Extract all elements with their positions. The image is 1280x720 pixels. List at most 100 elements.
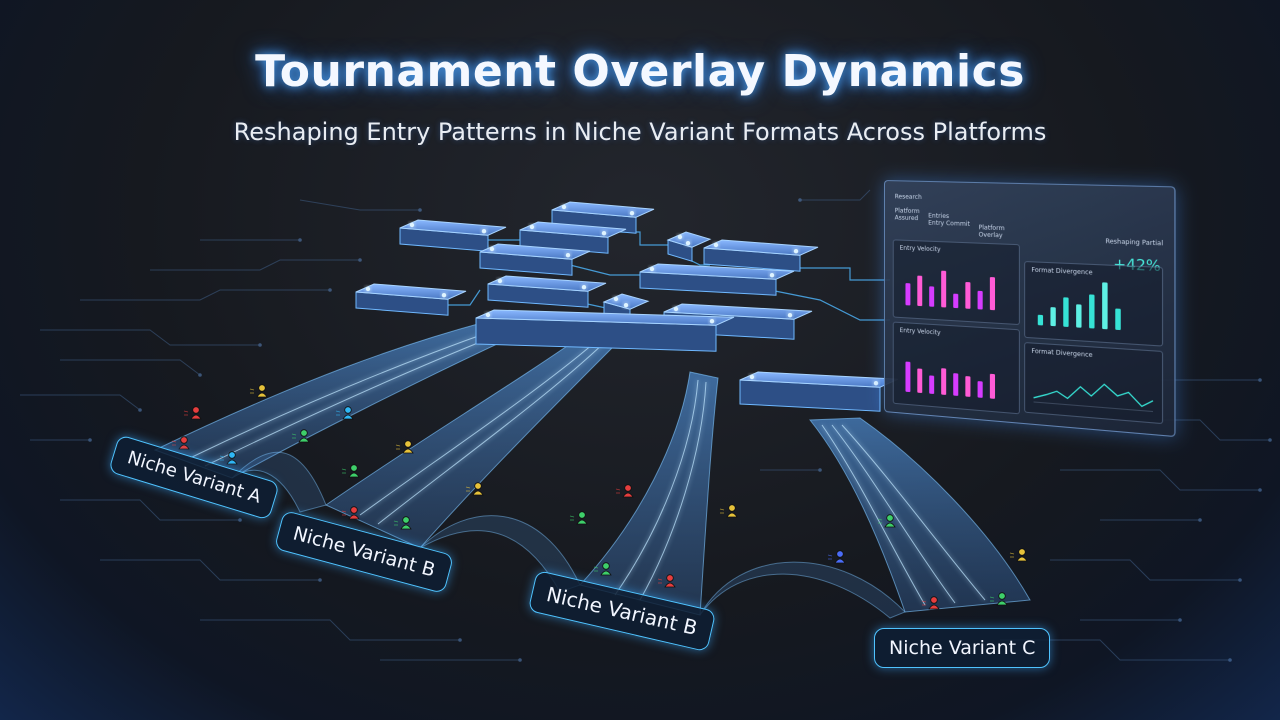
mini-chart-title: Entry Velocity — [899, 326, 941, 337]
page-subtitle: Reshaping Entry Patterns in Niche Varian… — [233, 118, 1047, 146]
mini-bar — [953, 373, 959, 396]
circuit-trace — [20, 394, 141, 411]
circuit-trace — [100, 559, 320, 581]
circuit-node — [798, 198, 802, 202]
person-icon — [827, 550, 846, 564]
circuit-trace — [150, 259, 360, 271]
circuit-node — [818, 468, 822, 472]
node-blocks — [355, 201, 899, 412]
node-block — [475, 309, 735, 352]
mini-bar — [1115, 308, 1121, 331]
flow-sheet-b1 — [324, 329, 616, 549]
participant-icons — [171, 384, 1028, 610]
mini-bar — [905, 361, 911, 393]
mini-bar — [989, 373, 996, 399]
panel-row-label: Entry Commit — [928, 219, 970, 228]
mini-bar — [953, 293, 959, 309]
flow-sheet-c — [808, 417, 1031, 613]
circuit-trace — [60, 359, 201, 376]
mini-chart-format-divergence: Format Divergence — [1024, 260, 1164, 347]
person-icon — [593, 562, 612, 576]
person-icon — [877, 514, 896, 528]
mini-bar — [1037, 314, 1044, 326]
node-block — [739, 371, 899, 412]
circuit-node — [298, 238, 302, 242]
person-icon — [249, 384, 268, 398]
circuit-node — [1238, 578, 1242, 582]
analytics-panel: Research Reshaping Partial Platform Assu… — [884, 180, 1176, 438]
circuit-node — [318, 578, 322, 582]
mini-bar — [917, 275, 923, 307]
person-icon — [615, 484, 634, 498]
circuit-node — [1178, 618, 1182, 622]
flow-sheet-b2 — [579, 371, 719, 616]
mini-bar — [989, 277, 996, 311]
mini-chart-format-divergence-line: Format Divergence — [1024, 342, 1164, 425]
mini-chart-entry-velocity-2: Entry Velocity — [892, 321, 1020, 415]
mini-bar — [905, 283, 911, 306]
circuit-node — [1268, 438, 1272, 442]
person-icon — [465, 482, 484, 496]
node-block — [399, 219, 507, 252]
person-icon — [921, 596, 940, 610]
person-icon — [657, 574, 676, 588]
circuit-node — [358, 258, 362, 262]
panel-header: Research — [894, 193, 922, 202]
circuit-node — [138, 408, 142, 412]
person-icon — [569, 511, 588, 525]
person-icon — [1009, 548, 1028, 562]
mini-bar — [1063, 297, 1069, 327]
circuit-node — [1258, 488, 1262, 492]
mini-bar — [929, 375, 935, 395]
circuit-node — [518, 658, 522, 662]
mini-bar — [1089, 294, 1095, 329]
circuit-trace — [80, 289, 330, 301]
person-icon — [219, 451, 238, 465]
person-icon — [291, 429, 310, 443]
person-icon — [989, 592, 1008, 606]
person-icon — [393, 516, 412, 530]
mini-bar — [1102, 282, 1108, 330]
circuit-node — [458, 638, 462, 642]
panel-row-label: Assured — [894, 214, 919, 223]
mini-bar — [929, 286, 935, 307]
mini-chart-title: Format Divergence — [1031, 266, 1093, 277]
mini-bar — [1050, 307, 1056, 327]
node-block — [487, 275, 607, 308]
circuit-trace — [40, 329, 260, 346]
person-icon — [335, 406, 354, 420]
mini-bar — [941, 270, 947, 308]
person-icon — [341, 464, 360, 478]
mini-bar — [977, 290, 983, 310]
page-title: Tournament Overlay Dynamics — [255, 46, 1025, 97]
circuit-trace — [1050, 559, 1240, 581]
variant-c-label: Niche Variant C — [874, 628, 1051, 668]
person-icon — [183, 406, 202, 420]
circuit-node — [198, 373, 202, 377]
node-block — [666, 231, 712, 262]
circuit-node — [238, 518, 242, 522]
mini-bar — [917, 368, 923, 394]
panel-header-right: Reshaping Partial — [1105, 237, 1164, 248]
circuit-traces — [20, 189, 1272, 662]
mini-bar — [977, 381, 983, 398]
circuit-trace — [200, 619, 460, 641]
mini-bar — [965, 376, 971, 397]
mini-bar — [965, 281, 971, 309]
circuit-node — [1228, 658, 1232, 662]
circuit-trace — [800, 189, 871, 201]
panel-row-label: Overlay — [978, 231, 1003, 240]
flow-strands — [189, 329, 986, 606]
mini-chart-title: Entry Velocity — [899, 244, 941, 254]
node-block — [703, 239, 819, 272]
circuit-node — [258, 343, 262, 347]
node-block — [355, 283, 467, 316]
circuit-node — [1198, 518, 1202, 522]
circuit-trace — [299, 199, 420, 211]
circuit-trace — [60, 499, 240, 521]
person-icon — [395, 440, 414, 454]
circuit-node — [328, 288, 332, 292]
person-icon — [341, 506, 360, 520]
circuit-node — [418, 208, 422, 212]
